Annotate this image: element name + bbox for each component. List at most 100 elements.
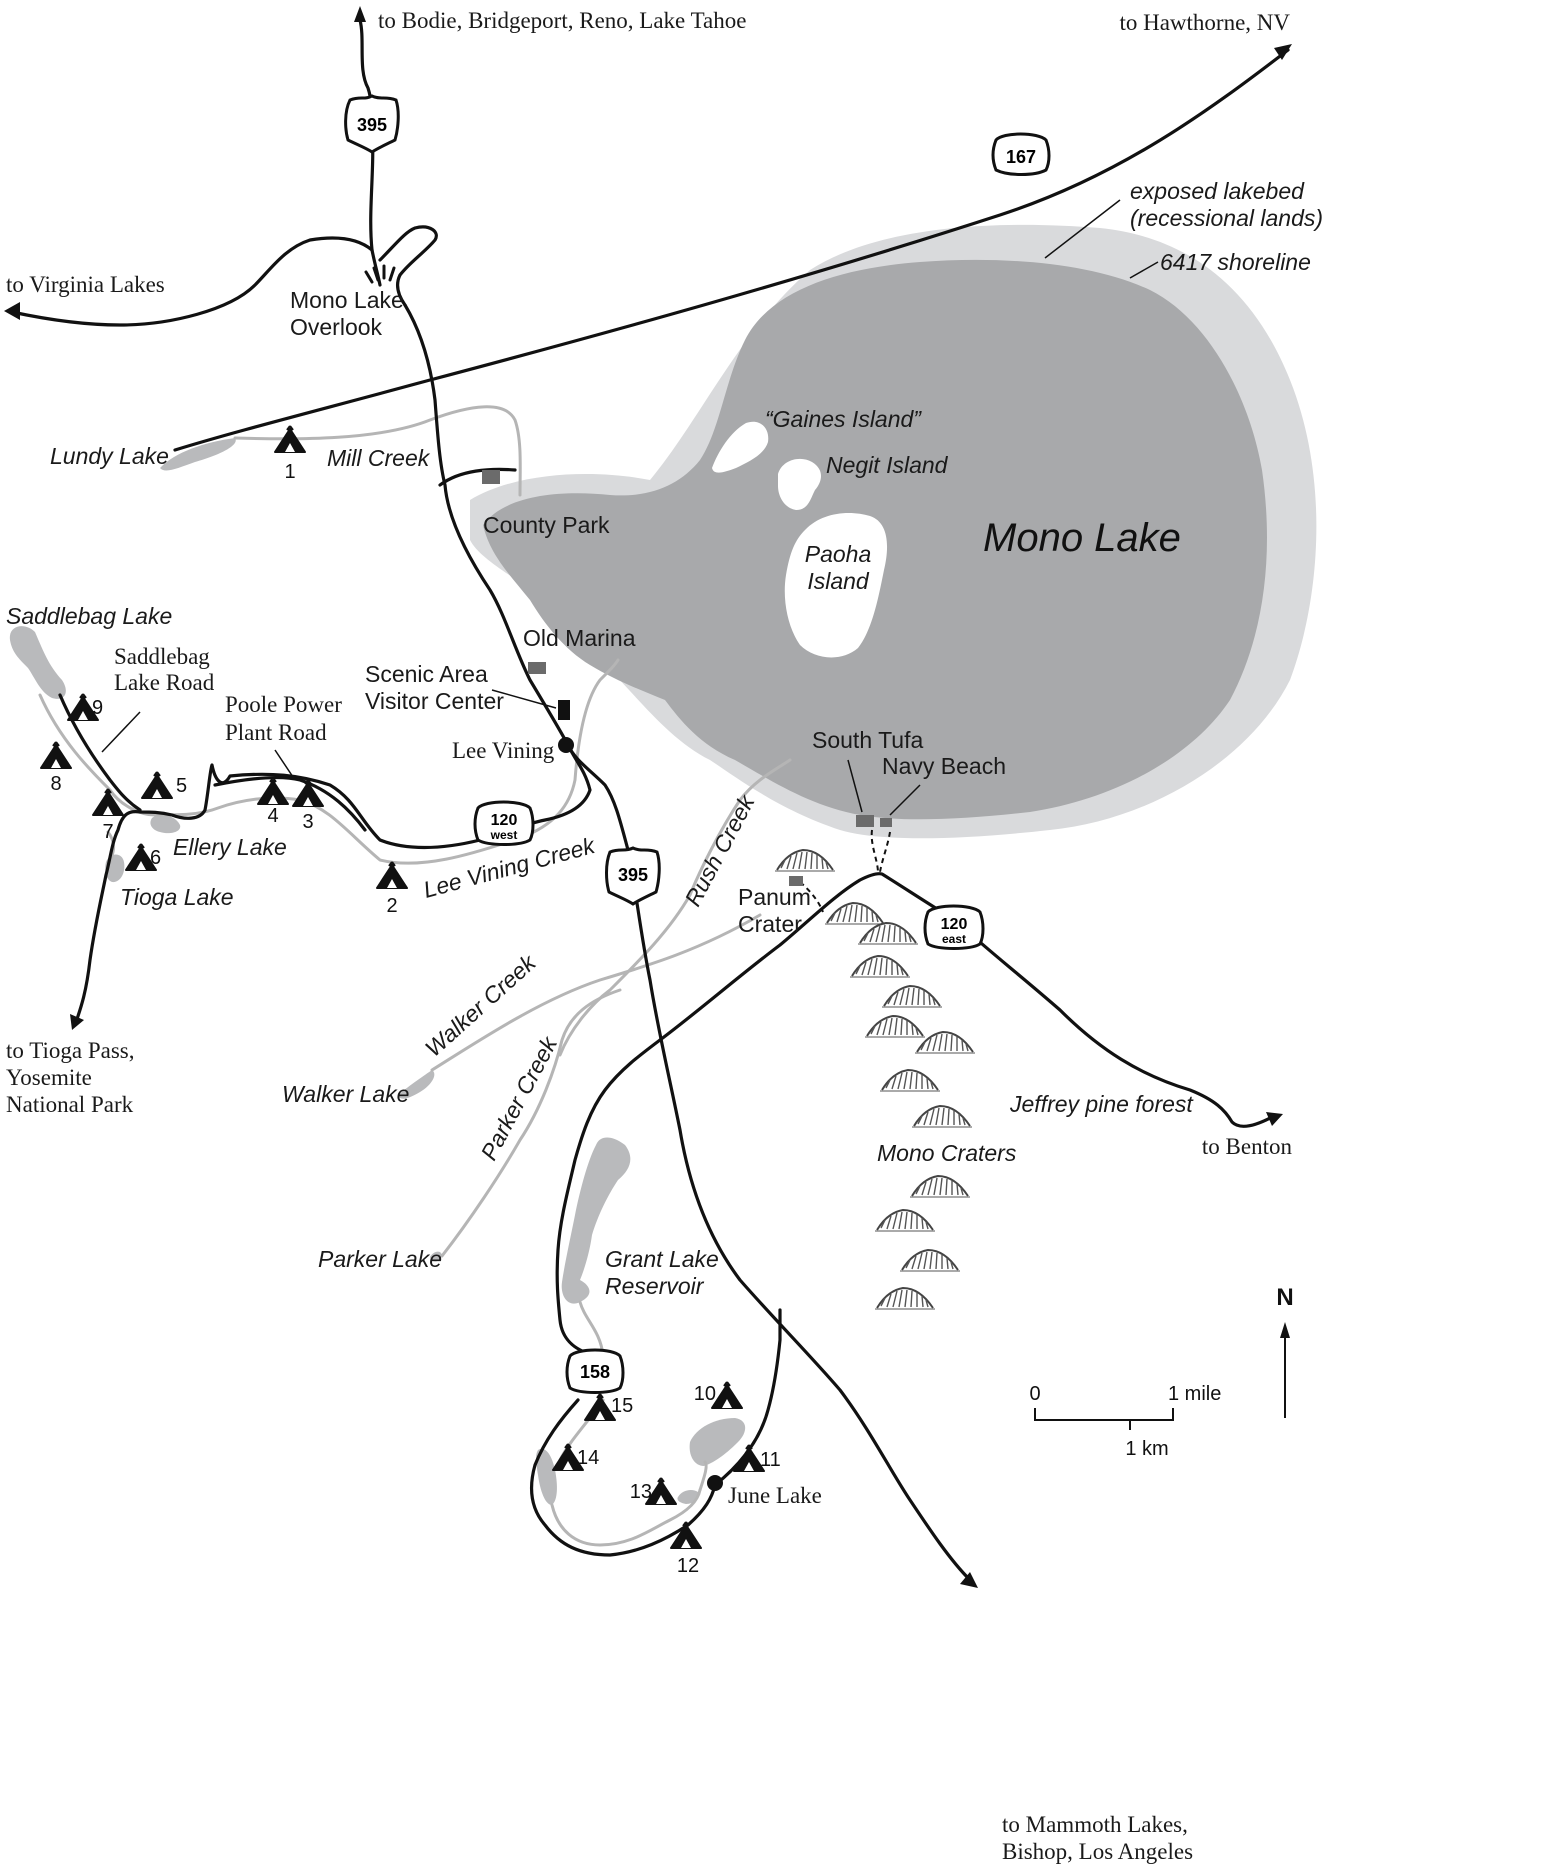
north-arrow-label: N [1276, 1284, 1293, 1311]
visitor-center-leader [491, 689, 557, 709]
campground-1-label: 1 [284, 461, 295, 483]
dest-west: to Virginia Lakes [6, 272, 165, 297]
sr120-east-direction: east [942, 932, 966, 946]
dest-south-1: to Mammoth Lakes, [1002, 1812, 1188, 1837]
visitor-center-facility [558, 700, 570, 720]
june-lake-town [707, 1475, 723, 1491]
campground-5-label: 5 [176, 775, 187, 797]
sr120-east-shield: 120 east [923, 904, 985, 950]
campground-7-label: 7 [102, 821, 113, 843]
direction-arrows [4, 6, 1292, 1588]
shoreline-leader [1129, 261, 1159, 279]
dest-east: to Benton [1202, 1134, 1293, 1159]
south-tufa-facility [856, 815, 874, 827]
north-arrow: N [1276, 1284, 1294, 1418]
sr120-west-shield: 120 west [473, 800, 535, 846]
campground-14-label: 14 [577, 1447, 599, 1469]
dest-southwest-3: National Park [6, 1092, 134, 1117]
exposed-lakebed-leader [1044, 199, 1121, 259]
jeffrey-pine-label: Jeffrey pine forest [1009, 1091, 1194, 1117]
overlook-label-1: Mono Lake [290, 287, 404, 313]
poole-road-leader [274, 749, 296, 781]
saddlebag-lake-shape [9, 626, 66, 699]
mill-creek-label: Mill Creek [327, 445, 431, 471]
panum-label-2: Crater [738, 911, 802, 937]
silver-lake-shape [536, 1448, 557, 1505]
visitor-center-label-1: Scenic Area [365, 661, 488, 687]
campground-3-icon [292, 779, 324, 807]
overlook-label-2: Overlook [290, 314, 383, 340]
scale-zero: 0 [1029, 1383, 1040, 1405]
gull-lake-shape [677, 1489, 699, 1504]
sr167-number: 167 [1006, 147, 1036, 167]
campground-2-label: 2 [386, 895, 397, 917]
navy-beach-label: Navy Beach [882, 753, 1006, 779]
paoha-island-label-2: Island [807, 568, 870, 594]
gaines-island [712, 421, 769, 473]
sr120-west-direction: west [490, 828, 518, 842]
campground-10-label: 10 [694, 1383, 716, 1405]
old-marina-facility [528, 662, 546, 674]
saddlebag-road-leader [101, 711, 141, 753]
poole-road-label-1: Poole Power [225, 692, 342, 717]
lee-vining-town [558, 737, 574, 753]
campground-2-icon [376, 861, 408, 889]
paoha-island-label-1: Paoha [805, 541, 872, 567]
mono-lake-label: Mono Lake [983, 516, 1181, 560]
poole-road-label-2: Plant Road [225, 720, 327, 745]
campground-8-icon [40, 741, 72, 769]
scale-bar: 0 1 mile 1 km [1029, 1383, 1221, 1460]
south-tufa-label: South Tufa [812, 727, 923, 753]
campground-4-label: 4 [267, 805, 278, 827]
dest-south-2: Bishop, Los Angeles [1002, 1839, 1193, 1864]
negit-island [778, 458, 821, 510]
parker-lake-shape [430, 1251, 442, 1262]
sr120-west-number: 120 [491, 812, 518, 829]
walker-creek-label: Walker Creek [420, 948, 542, 1061]
walker-lake-shape [398, 1070, 435, 1099]
navy-beach-leader [889, 784, 921, 816]
gaines-island-label: “Gaines Island” [765, 406, 922, 432]
walker-lake-label: Walker Lake [282, 1081, 409, 1107]
us395-north-shield: 395 [344, 94, 400, 154]
us395-south-number: 395 [618, 865, 648, 885]
tioga-lake-label: Tioga Lake [120, 884, 234, 910]
campground-5-icon [141, 771, 173, 799]
us395-south-shield: 395 [605, 846, 661, 906]
dest-southwest-2: Yosemite [6, 1065, 92, 1090]
sr120-east-number: 120 [941, 916, 968, 933]
lundy-lake-label: Lundy Lake [50, 443, 169, 469]
campground-3-label: 3 [302, 811, 313, 833]
grant-lake-shape [561, 1137, 631, 1304]
parker-lake-label: Parker Lake [318, 1246, 442, 1272]
paoha-island [784, 512, 888, 658]
panum-label-1: Panum [738, 884, 811, 910]
old-marina-label: Old Marina [523, 625, 636, 651]
us395-north-number: 395 [357, 115, 387, 135]
sr158-shield: 158 [565, 1348, 625, 1394]
county-park-facility [482, 470, 500, 484]
grant-lake-label-2: Reservoir [605, 1273, 705, 1299]
negit-island-label: Negit Island [826, 452, 949, 478]
navy-beach-facility [880, 818, 892, 827]
visitor-center-label-2: Visitor Center [365, 688, 504, 714]
dest-north: to Bodie, Bridgeport, Reno, Lake Tahoe [378, 8, 746, 33]
campground-15-label: 15 [611, 1395, 633, 1417]
sr158-number: 158 [580, 1362, 610, 1382]
campground-8-label: 8 [50, 773, 61, 795]
june-lake-shape [689, 1418, 746, 1466]
saddlebag-road-label-1: Saddlebag [114, 644, 210, 669]
campground-12-label: 12 [677, 1555, 699, 1577]
scale-mile: 1 mile [1168, 1383, 1221, 1405]
campground-10-icon [711, 1381, 743, 1409]
sr167-shield: 167 [991, 132, 1051, 176]
campground-4-icon [257, 777, 289, 805]
shoreline-label: 6417 shoreline [1160, 249, 1311, 275]
dest-southwest-1: to Tioga Pass, [6, 1038, 134, 1063]
grant-lake-label-1: Grant Lake [605, 1246, 719, 1272]
campground-12-icon [670, 1521, 702, 1549]
exposed-lakebed-label-2: (recessional lands) [1130, 205, 1323, 231]
overlook-symbol [364, 264, 396, 284]
ellery-lake-label: Ellery Lake [173, 834, 287, 860]
